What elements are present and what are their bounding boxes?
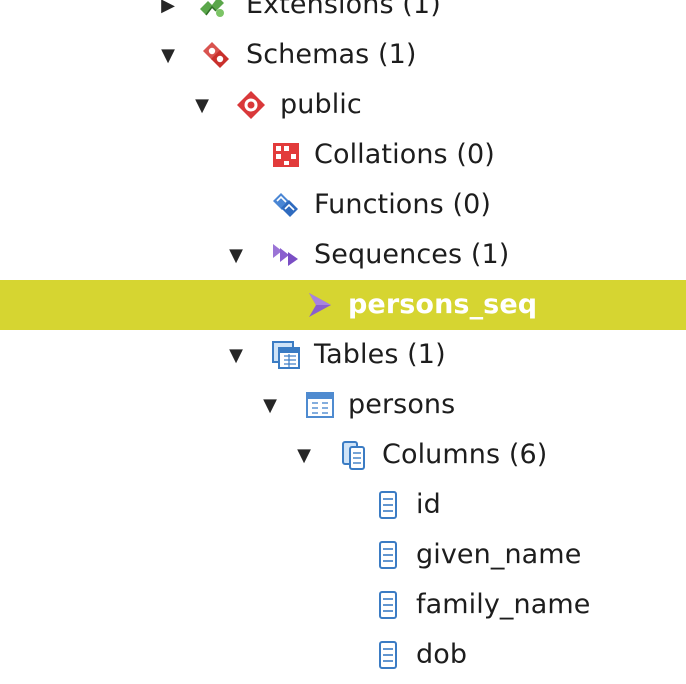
tree-node-label: Tables (1) xyxy=(314,339,446,370)
tree-node-label: id xyxy=(416,489,441,520)
collations-icon xyxy=(270,139,302,171)
expanded-arrow-icon[interactable]: ▼ xyxy=(229,244,243,266)
tree-node-label: Columns (6) xyxy=(382,439,548,470)
tree-node-column-given-name[interactable]: given_name xyxy=(0,530,686,580)
tree-node-sequences[interactable]: ▼ Sequences (1) xyxy=(0,230,686,280)
tree-node-label: Collations (0) xyxy=(314,139,495,170)
tree-node-label: dob xyxy=(416,639,468,670)
expanded-arrow-icon[interactable]: ▼ xyxy=(195,94,209,116)
sequences-icon xyxy=(270,239,302,271)
tree-node-extensions[interactable]: ▶ Extensions (1) xyxy=(0,0,686,30)
tree-node-label: persons_seq xyxy=(348,289,538,320)
tree-node-column-id[interactable]: id xyxy=(0,480,686,530)
tree-node-label: Functions (0) xyxy=(314,189,492,220)
tree-node-public[interactable]: ▼ public xyxy=(0,80,686,130)
tree-node-columns[interactable]: ▼ Columns (6) xyxy=(0,430,686,480)
column-icon xyxy=(372,639,404,671)
tree-node-label: Extensions (1) xyxy=(246,0,441,20)
tree-node-column-family-name[interactable]: family_name xyxy=(0,580,686,630)
tree-node-column-dob[interactable]: dob xyxy=(0,630,686,680)
expanded-arrow-icon[interactable]: ▼ xyxy=(161,44,175,66)
tree-node-label: family_name xyxy=(416,589,591,620)
columns-icon xyxy=(338,439,370,471)
table-icon xyxy=(304,389,336,421)
tree-node-label: given_name xyxy=(416,539,582,570)
functions-icon xyxy=(270,189,302,221)
tree-node-label: persons xyxy=(348,389,456,420)
column-icon xyxy=(372,539,404,571)
sequence-icon xyxy=(304,289,336,321)
collapsed-arrow-icon[interactable]: ▶ xyxy=(161,0,175,16)
tree-node-persons[interactable]: ▼ persons xyxy=(0,380,686,430)
column-icon xyxy=(372,589,404,621)
tree-node-collations[interactable]: Collations (0) xyxy=(0,130,686,180)
schema-public-icon xyxy=(235,89,267,121)
tree-node-tables[interactable]: ▼ Tables (1) xyxy=(0,330,686,380)
tree-node-label: Schemas (1) xyxy=(246,39,417,70)
tree-node-persons-seq[interactable]: persons_seq xyxy=(0,280,686,330)
expanded-arrow-icon[interactable]: ▼ xyxy=(297,444,311,466)
column-icon xyxy=(372,489,404,521)
tree-node-label: public xyxy=(280,89,362,120)
extensions-icon xyxy=(196,0,228,21)
expanded-arrow-icon[interactable]: ▼ xyxy=(263,394,277,416)
tree-node-schemas[interactable]: ▼ Schemas (1) xyxy=(0,30,686,80)
expanded-arrow-icon[interactable]: ▼ xyxy=(229,344,243,366)
schemas-icon xyxy=(200,39,232,71)
tree-node-functions[interactable]: Functions (0) xyxy=(0,180,686,230)
tree-node-label: Sequences (1) xyxy=(314,239,510,270)
tables-icon xyxy=(270,339,302,371)
